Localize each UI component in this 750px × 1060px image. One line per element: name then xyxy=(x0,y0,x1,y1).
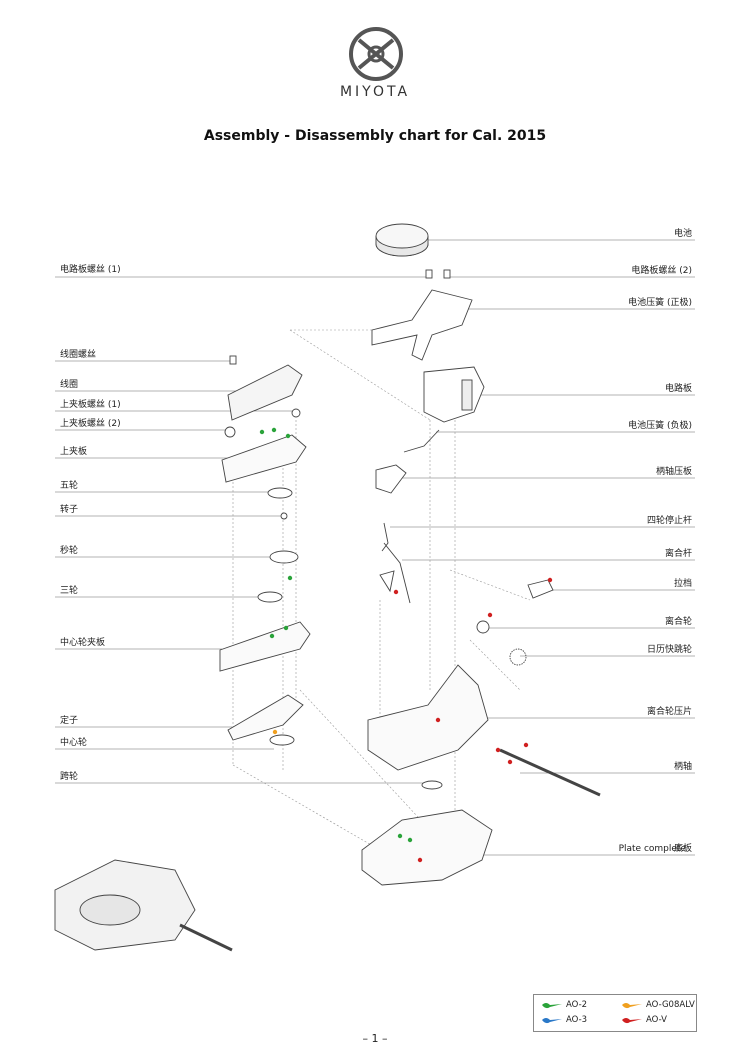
dashed-guides xyxy=(232,329,531,851)
label-battery: 电池 xyxy=(673,229,692,239)
label-coil-screw: 线圈螺丝 xyxy=(60,350,97,360)
label-circuit-screw-2: 电路板螺丝 (2) xyxy=(631,266,692,276)
lubrication-markers xyxy=(259,427,553,863)
lubricant-legend: AO-2 AO-G08ALV AO-3 AO-V xyxy=(533,994,697,1032)
legend-item-ao-v: AO-V xyxy=(620,1015,667,1025)
label-upper-plate: 上夹板 xyxy=(60,447,88,457)
label-date-jump-wheel: 日历快跳轮 xyxy=(646,645,692,655)
label-fourth-wheel-stop-lever: 四轮停止杆 xyxy=(646,516,692,526)
brand-name: MIYOTA xyxy=(339,84,411,100)
leader-lines xyxy=(55,239,695,856)
legend-item-ao-3: AO-3 xyxy=(540,1015,587,1025)
oiler-red-icon xyxy=(620,1016,642,1024)
oiler-orange-icon xyxy=(620,1001,642,1009)
page-title: Assembly - Disassembly chart for Cal. 20… xyxy=(203,128,547,144)
oiler-green-icon xyxy=(540,1001,562,1009)
label-upper-plate-screw-1: 上夹板螺丝 (1) xyxy=(60,400,121,410)
legend-item-ao-g08alv: AO-G08ALV xyxy=(620,1000,695,1010)
page-number: – 1 – xyxy=(362,1032,388,1045)
label-plate-complete: Plate complete xyxy=(618,844,686,854)
legend-item-ao-2: AO-2 xyxy=(540,1000,587,1010)
label-upper-plate-screw-2: 上夹板螺丝 (2) xyxy=(60,419,121,429)
label-stator: 定子 xyxy=(60,716,79,726)
label-setting-lever-spring: 柄轴压板 xyxy=(655,467,692,477)
label-yoke: 离合杆 xyxy=(664,549,692,559)
label-third-wheel: 三轮 xyxy=(60,586,79,596)
parts-drawings xyxy=(54,223,601,952)
label-circuit-screw-1: 电路板螺丝 (1) xyxy=(60,265,121,275)
label-rotor: 转子 xyxy=(60,505,79,515)
label-second-wheel: 秒轮 xyxy=(60,546,79,556)
label-battery-spring-plus: 电池压簧 (正极) xyxy=(628,298,692,308)
label-fifth-wheel: 五轮 xyxy=(60,481,79,491)
oiler-blue-icon xyxy=(540,1016,562,1024)
label-center-wheel: 中心轮 xyxy=(60,738,88,748)
label-clutch-wheel-spring: 离合轮压片 xyxy=(646,707,692,717)
miyota-logo xyxy=(349,27,403,81)
label-main-plate: 底板 xyxy=(673,844,692,854)
label-circuit-board: 电路板 xyxy=(664,384,692,394)
label-battery-spring-minus: 电池压簧 (负极) xyxy=(628,421,692,431)
label-center-wheel-bridge: 中心轮夹板 xyxy=(60,638,106,648)
label-intermediate-wheel: 跨轮 xyxy=(60,772,79,782)
label-clutch-wheel: 离合轮 xyxy=(664,617,692,627)
label-coil: 线圈 xyxy=(60,380,79,390)
label-stem: 柄轴 xyxy=(673,762,692,772)
label-setting-lever: 拉档 xyxy=(673,579,692,589)
